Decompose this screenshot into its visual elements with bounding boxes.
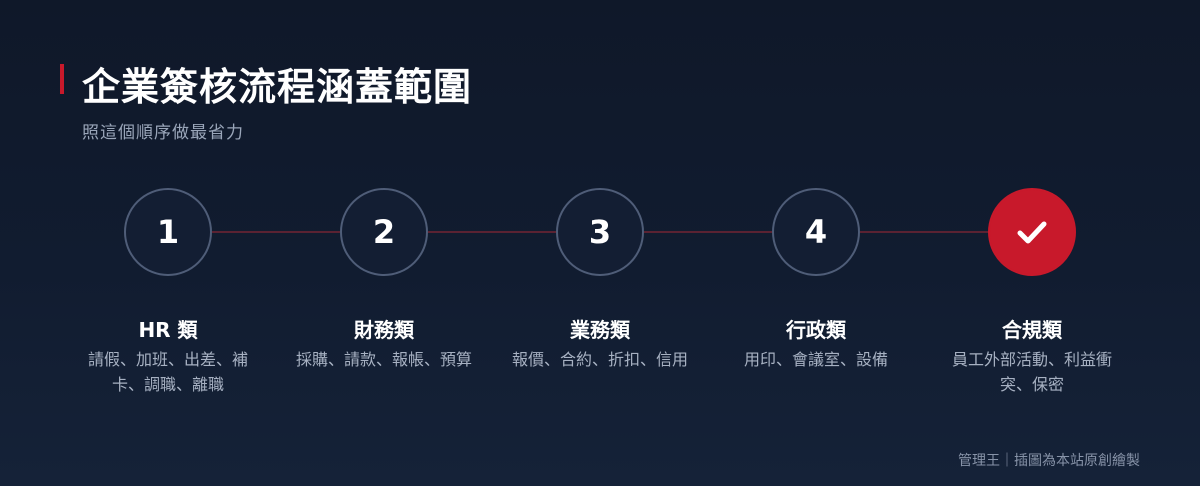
connector-line: [860, 231, 988, 233]
step-marker: 4: [772, 188, 860, 276]
step-marker: 3: [556, 188, 644, 276]
footer-credit: 管理王｜插圖為本站原創繪製: [958, 453, 1140, 469]
check-icon: [1017, 221, 1047, 244]
step-number: 2: [372, 213, 396, 251]
step-description: 員工外部活動、利益衝突、保密: [951, 350, 1112, 394]
step-title: 合規類: [1002, 318, 1062, 342]
step-title: HR 類: [138, 318, 198, 342]
step-number: 1: [156, 213, 180, 251]
step-title: 業務類: [570, 318, 630, 342]
page-title: 企業簽核流程涵蓋範圍: [82, 65, 473, 109]
step-marker: 1: [124, 188, 212, 276]
title-accent-bar: [60, 64, 64, 94]
connector-line: [428, 231, 556, 233]
step-description: 用印、會議室、設備: [743, 350, 888, 369]
step-title: 行政類: [786, 318, 846, 342]
page-subtitle: 照這個順序做最省力: [82, 123, 244, 143]
step-description: 採購、請款、報帳、預算: [295, 350, 472, 369]
step-marker-final: [988, 188, 1076, 276]
step-description: 報價、合約、折扣、信用: [511, 350, 688, 369]
connector-line: [212, 231, 340, 233]
step-number: 4: [804, 213, 828, 251]
connector-line: [644, 231, 772, 233]
step-number: 3: [588, 213, 612, 251]
step-description: 請假、加班、出差、補卡、調職、離職: [87, 350, 248, 394]
step-title: 財務類: [354, 318, 414, 342]
step-marker: 2: [340, 188, 428, 276]
